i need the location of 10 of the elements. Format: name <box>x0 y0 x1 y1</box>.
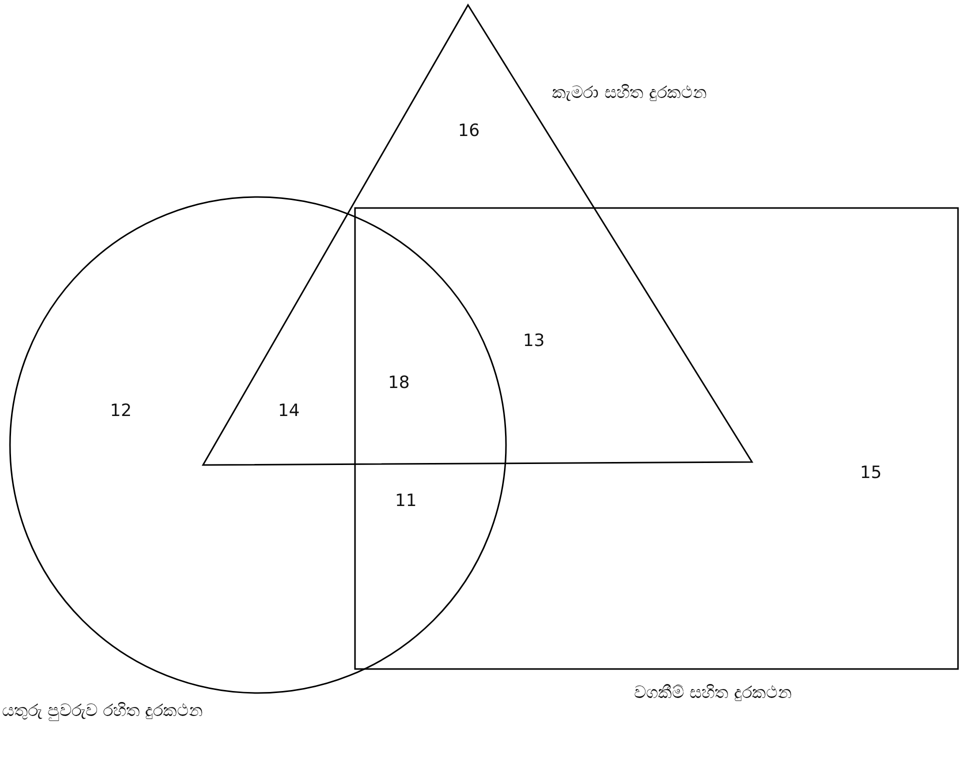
region-count: 15 <box>860 462 882 484</box>
region-count: 11 <box>395 490 417 512</box>
set-label: යතුරු පුවරුව රහිත දුරකථන <box>2 700 204 722</box>
region-count: 13 <box>523 330 545 352</box>
set-label: කැමරා සහිත දුරකථන <box>552 82 707 104</box>
region-count: 18 <box>388 372 410 394</box>
region-count: 12 <box>110 400 132 422</box>
set-label: වගකීම් සහිත දුරකථන <box>634 682 792 704</box>
region-count: 14 <box>278 400 300 422</box>
region-count: 16 <box>458 120 480 142</box>
